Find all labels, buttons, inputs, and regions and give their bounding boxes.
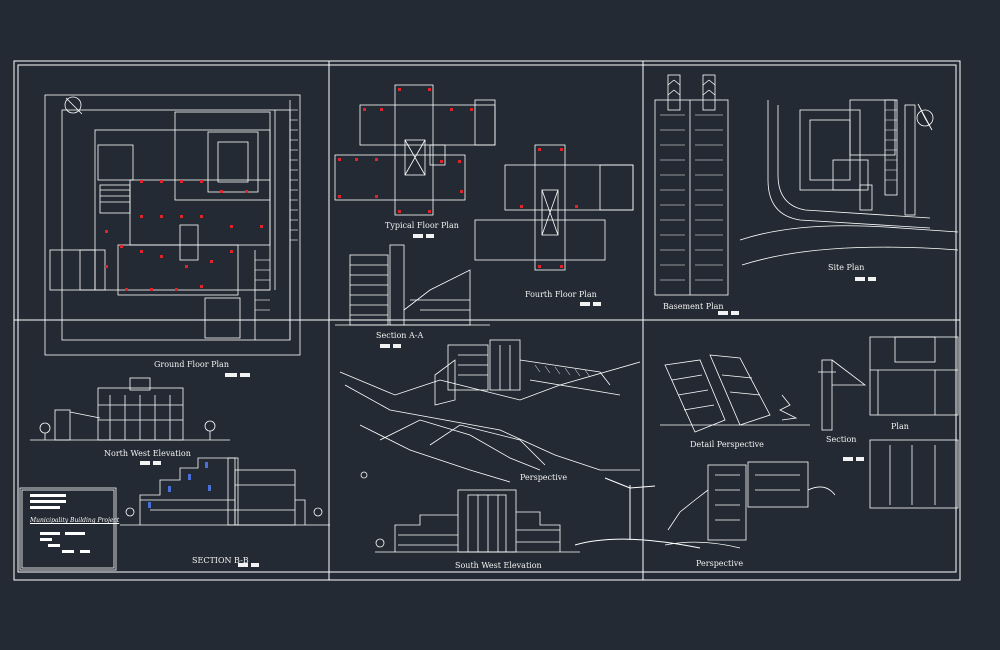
south-west-elevation-drawing xyxy=(375,489,580,553)
section-detail-drawing xyxy=(818,359,867,431)
street-lamp-icon xyxy=(574,477,701,549)
section-aa-scale-tag xyxy=(380,344,401,348)
perspective-main-label: Perspective xyxy=(520,473,568,482)
main-perspective-parking xyxy=(534,364,591,378)
fourth-floor-columns xyxy=(520,148,578,268)
site-plan-drawing xyxy=(739,99,959,266)
section-bb-label: SECTION B-B xyxy=(192,556,249,565)
section-bb-glazing xyxy=(148,462,211,508)
section-aa-drawing xyxy=(335,244,490,326)
basement-scale-tag xyxy=(718,311,739,315)
fourth-floor-scale-tag xyxy=(580,302,601,306)
typical-floor-plan-drawing xyxy=(334,84,496,216)
detail-perspective-drawing xyxy=(660,354,810,433)
detail-perspective-building xyxy=(664,461,836,549)
title-block-text-bars xyxy=(30,494,90,553)
basement-parking-bays xyxy=(660,114,723,281)
detail-perspective-scale-tag xyxy=(843,457,864,461)
north-arrow-icon-site xyxy=(916,103,934,131)
south-west-elevation-label: South West Elevation xyxy=(455,561,542,570)
section-aa-label: Section A-A xyxy=(376,331,424,340)
ground-floor-scale-tag xyxy=(225,373,250,377)
north-arrow-icon xyxy=(64,96,83,115)
site-plan-label: Site Plan xyxy=(828,263,865,272)
section-bb-scale-tag xyxy=(238,563,259,567)
ground-floor-plan-label: Ground Floor Plan xyxy=(154,360,229,369)
sheet-frame xyxy=(13,60,961,581)
typical-floor-scale-tag xyxy=(413,234,434,238)
plan-detail-label: Plan xyxy=(891,422,909,431)
fourth-floor-plan-drawing xyxy=(474,144,634,271)
north-west-elevation-label: North West Elevation xyxy=(104,449,191,458)
section-detail-label: Section xyxy=(826,435,857,444)
north-west-elevation-drawing xyxy=(30,377,230,441)
fourth-floor-plan-label: Fourth Floor Plan xyxy=(525,290,597,299)
perspective-detail-label: Perspective xyxy=(696,559,744,568)
ground-floor-parking-stripes xyxy=(255,109,298,321)
typical-floor-plan-label: Typical Floor Plan xyxy=(385,221,459,230)
typical-floor-columns xyxy=(338,88,473,213)
main-perspective-drawing xyxy=(339,339,641,483)
nw-elevation-scale-tag xyxy=(140,461,161,465)
ground-floor-columns xyxy=(105,180,263,291)
site-plan-parking-stripes xyxy=(885,109,897,181)
ground-floor-plan-drawing xyxy=(44,94,301,356)
site-plan-scale-tag xyxy=(855,277,876,281)
project-title: Municipality Building Project xyxy=(30,517,120,524)
detail-perspective-label: Detail Perspective xyxy=(690,440,764,449)
basement-plan-label: Basement Plan xyxy=(663,302,724,311)
basement-plan-drawing xyxy=(654,74,729,296)
title-block xyxy=(19,487,117,571)
plan-detail-drawing xyxy=(869,336,959,509)
section-bb-drawing xyxy=(120,457,330,526)
